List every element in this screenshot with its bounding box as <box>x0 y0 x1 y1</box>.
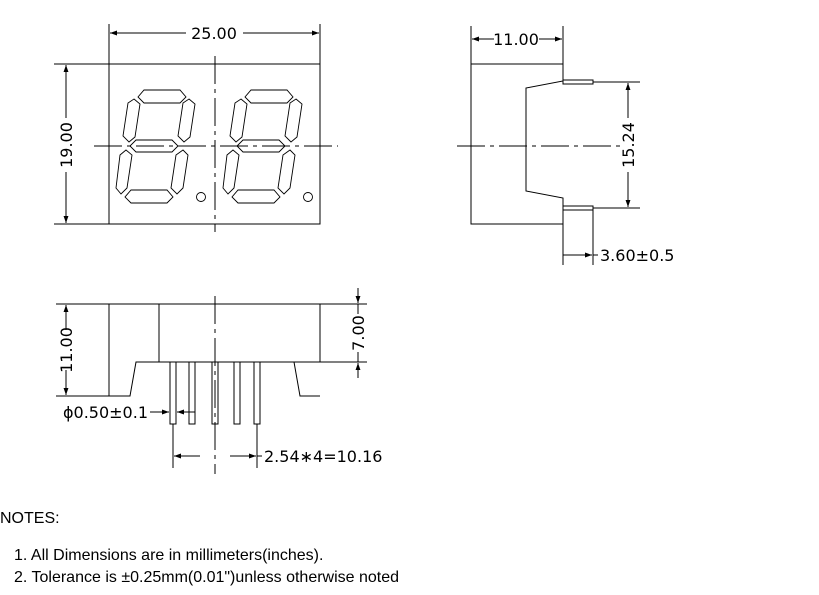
segment-a <box>137 89 187 104</box>
width-dimension: 25.00 <box>108 24 321 64</box>
note-1: 1. All Dimensions are in millimeters(inc… <box>14 546 324 564</box>
body-top-label: 7.00 <box>349 315 368 351</box>
segment-c <box>277 149 296 195</box>
segment-g <box>236 139 286 153</box>
pin-pitch-dimension: 2.54∗4=10.16 <box>172 424 382 468</box>
pin-5 <box>253 361 261 425</box>
digit-2-segments <box>222 89 313 204</box>
pin-diameter-label: ϕ0.50±0.1 <box>63 403 148 422</box>
segment-f <box>229 98 248 143</box>
side-view: 11.00 15.24 3.60±0.5 <box>457 26 674 265</box>
height-dimension: 19.00 <box>54 63 109 225</box>
pin-spacing-label: 15.24 <box>619 122 638 168</box>
body-height-label: 11.00 <box>57 327 76 373</box>
pin-1 <box>169 361 177 425</box>
bottom-body-outline-left <box>108 304 160 397</box>
digit-1-segments <box>115 89 206 204</box>
body-top-dimension: 7.00 <box>320 288 368 378</box>
bottom-pin <box>562 205 594 211</box>
note-2: 2. Tolerance is ±0.25mm(0.01")unless oth… <box>14 569 400 586</box>
depth-dimension: 11.00 <box>470 26 564 64</box>
pin-2 <box>188 361 196 425</box>
side-body-outline <box>470 63 564 225</box>
notes-section: NOTES: 1. All Dimensions are in millimet… <box>0 508 399 590</box>
segment-b <box>284 98 303 143</box>
pin-length-label: 3.60±0.5 <box>600 246 674 265</box>
pin-spacing-dimension: 15.24 <box>593 81 640 209</box>
segment-g <box>129 139 179 153</box>
decimal-point <box>196 192 206 202</box>
segment-d <box>124 189 174 204</box>
pin-4 <box>233 361 241 425</box>
front-view: 25.00 19.00 <box>54 24 338 232</box>
height-label: 19.00 <box>57 122 76 168</box>
segment-f <box>122 98 141 143</box>
segment-e <box>115 149 133 195</box>
segment-c <box>170 149 189 195</box>
width-label: 25.00 <box>191 24 237 43</box>
pin-pitch-label: 2.54∗4=10.16 <box>264 447 382 466</box>
bottom-view: 11.00 7.00 ϕ0.50±0.1 2.54∗4=10.16 <box>56 288 382 474</box>
segment-d <box>231 189 281 204</box>
bottom-body-outline <box>109 303 321 397</box>
pin-diameter-dimension: ϕ0.50±0.1 <box>63 403 195 422</box>
segment-a <box>244 89 294 104</box>
segment-b <box>177 98 196 143</box>
decimal-point <box>303 192 313 202</box>
pin-length-dimension: 3.60±0.5 <box>562 210 674 265</box>
body-height-dimension: 11.00 <box>56 303 109 397</box>
segment-e <box>222 149 240 195</box>
depth-label: 11.00 <box>493 30 539 49</box>
mechanical-drawing: 25.00 19.00 11.00 <box>54 24 674 474</box>
top-pin <box>562 79 594 85</box>
notes-heading: NOTES: <box>0 510 60 527</box>
